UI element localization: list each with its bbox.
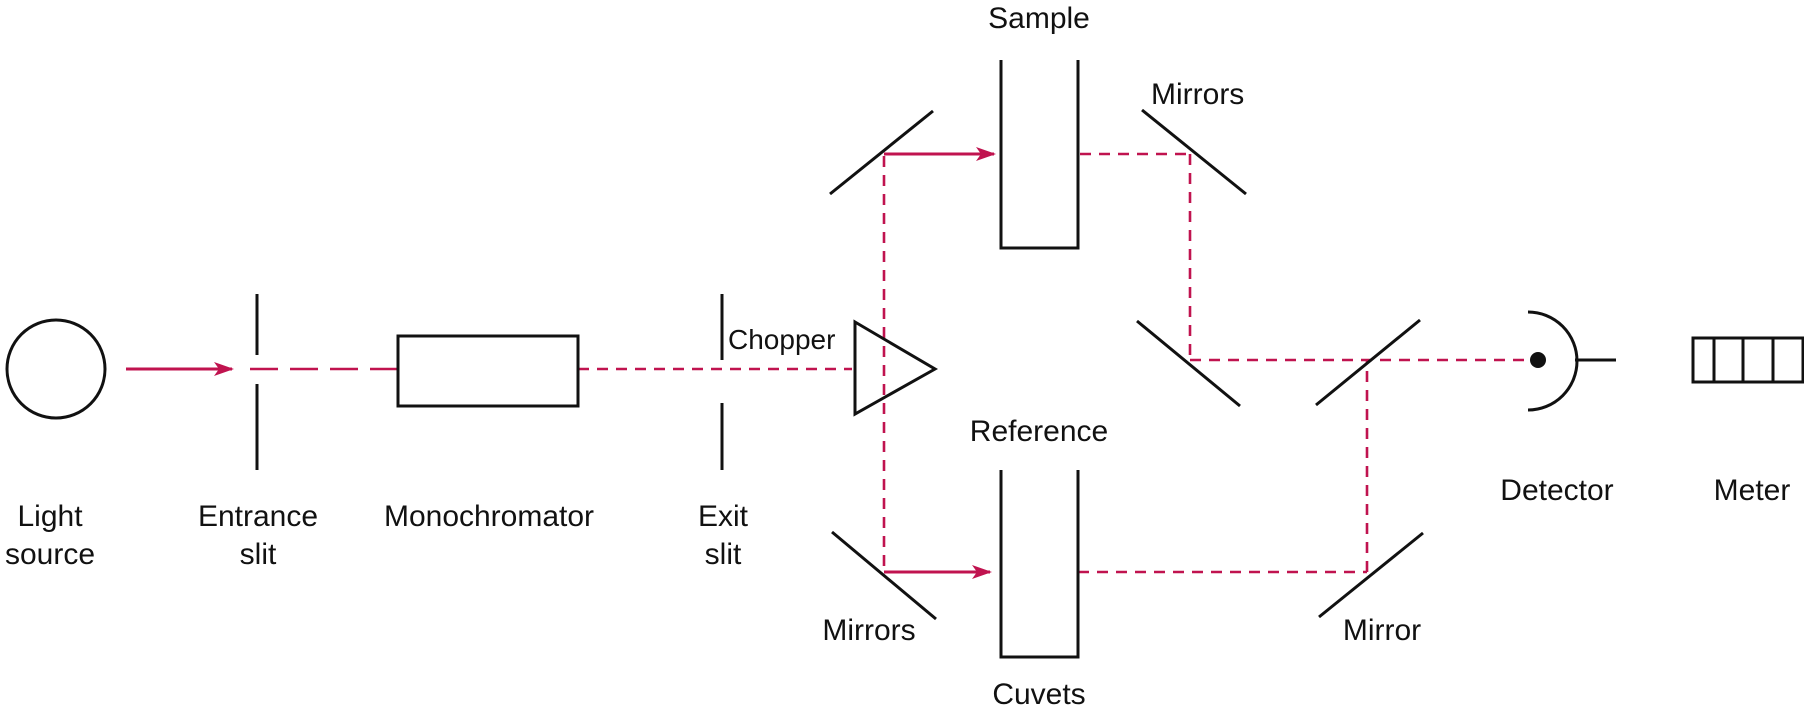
meter — [1691, 336, 1804, 384]
label-exit-slit-2: slit — [705, 538, 742, 571]
mirror-bottom-left — [831, 530, 937, 621]
detector — [1527, 310, 1616, 412]
mirror-top-right — [1141, 108, 1247, 196]
label-meter: Meter — [1714, 474, 1791, 507]
label-mirrors-top: Mirrors — [1151, 78, 1244, 111]
meter-body — [1691, 336, 1804, 384]
mirror-bottom-right — [1318, 531, 1424, 619]
label-light-source-1: Light — [17, 500, 83, 533]
label-monochromator: Monochromator — [384, 500, 594, 533]
mirror-top-left — [829, 109, 934, 196]
chopper-prism — [853, 319, 939, 417]
label-entrance-slit-1: Entrance — [198, 500, 318, 533]
detector-sensor — [1530, 352, 1546, 368]
reference-cuvet — [999, 470, 1080, 659]
mirror-middle — [1136, 319, 1241, 408]
label-mirror: Mirror — [1343, 614, 1421, 647]
mirror-combiner — [1315, 318, 1421, 407]
label-cuvets: Cuvets — [992, 678, 1085, 711]
label-sample: Sample — [988, 2, 1090, 35]
monochromator-box — [396, 334, 580, 408]
label-chopper: Chopper — [728, 324, 835, 355]
label-light-source-2: source — [5, 538, 95, 571]
label-mirrors-bottom: Mirrors — [822, 614, 915, 647]
label-exit-slit-1: Exit — [698, 500, 749, 533]
light-source-lamp — [5, 318, 107, 420]
label-entrance-slit-2: slit — [240, 538, 277, 571]
sample-cuvet — [999, 60, 1080, 250]
label-detector: Detector — [1500, 474, 1613, 507]
label-reference: Reference — [970, 415, 1108, 448]
light-beam — [126, 147, 1538, 579]
